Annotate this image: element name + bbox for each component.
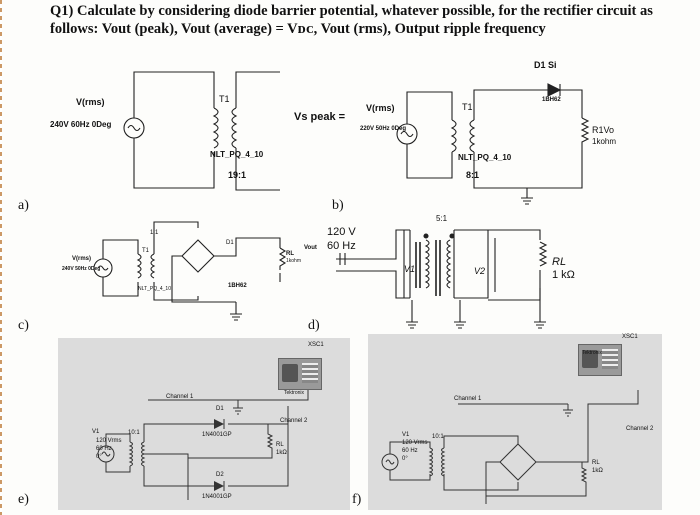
circuit-b-diode-name: D1 Si [534,60,557,70]
circuit-a-transformer-name: T1 [219,94,230,104]
circuit-e-channel2: Channel 2 [280,418,308,424]
circuit-b-wiring [396,89,590,205]
circuit-b-source-value: 220V 50Hz 0Deg [360,126,407,132]
circuit-f-ratio: 10:1 [432,434,444,440]
circuit-f-panel: Tektronix XSC1 Channel 1 Channel 2 V1 12… [368,334,662,510]
circuit-e-source-value1: 120 Vrms [96,438,122,444]
transformer-d-secondary [446,239,452,289]
circuit-f-rl: RL [592,460,600,466]
circuit-b-source-name: V(rms) [366,103,395,113]
circuit-b-resistor-value: 1kohm [592,137,617,146]
circuit-c-wiring [93,221,287,321]
question-line-1: Q1) Calculate by considering diode barri… [50,3,653,19]
circuit-e-oscilloscope[interactable] [278,358,322,390]
circuit-b-ratio: 8:1 [466,170,480,180]
question-line-2: follows: Vout (peak), Vout (average) = V… [50,21,546,37]
circuit-c-resistor-value: 1kohm [286,258,302,264]
circuit-e-rl-value: 1kΩ [276,450,287,456]
circuit-f-source-value3: 0° [402,456,408,462]
transformer-b-secondary [469,119,476,153]
circuit-f-wiring [381,390,639,504]
circuit-f-scope-brand: Tektronix [582,350,603,356]
circuit-c-transformer-name: T1 [142,248,150,254]
bridge-rectifier-c [181,239,215,273]
circuit-d-ratio: 5:1 [436,214,448,223]
circuit-c-ratio: 1:1 [150,230,159,236]
circuit-c-source-value: 240V 50Hz 0Deg [62,266,101,272]
circuit-a-question: Vs peak = [294,111,346,123]
circuit-e-scope-brand: Tektronix [284,390,305,396]
circuit-f-source-value2: 60 Hz [402,448,418,454]
circuit-e-panel: Tektronix XSC1 Channel 1 Channel 2 V1 12… [58,338,350,510]
part-label-d: d) [308,318,320,333]
circuit-a-source-value: 240V 60Hz 0Deg [50,120,112,129]
circuit-e-scope-name: XSC1 [308,342,324,348]
circuit-f-oscilloscope[interactable] [578,344,622,376]
circuit-f-transformer [428,447,433,477]
circuit-f-source-name: V1 [402,432,410,438]
circuit-e-d2-model: 1N4001GP [202,494,232,500]
circuit-e-d2-icon [214,481,225,491]
circuit-b-transformer-model: NLT_PQ_4_10 [458,153,512,162]
circuit-e-wiring [97,386,309,500]
circuit-c-diode-name: D1 [226,240,234,246]
circuit-e-transformer [128,441,133,467]
part-label-b: b) [332,198,344,213]
circuit-a-transformer-model: NLT_PQ_4_10 [210,150,264,159]
circuit-d-rl-value: 1 kΩ [552,269,575,281]
circuit-d-v2: V2 [474,266,486,276]
circuit-a-source-name: V(rms) [76,97,105,107]
circuit-c-resistor-name: RL [286,251,294,257]
circuit-c-source-name: V(rms) [72,256,92,262]
part-label-f: f) [352,492,362,507]
circuit-b-resistor-name: R1Vo [592,125,615,135]
circuit-e-ratio: 10:1 [128,430,140,436]
circuit-f-bridge-rectifier [499,443,537,481]
circuit-a-ratio: 19:1 [228,170,247,180]
transformer-c-primary [136,253,142,279]
question-text: Q1) Calculate by considering diode barri… [50,2,690,38]
circuit-c-output: Vout [304,245,317,251]
circuit-f-scope-name: XSC1 [622,334,638,340]
circuit-e-source-value2: 60 Hz [96,446,112,452]
circuit-f-channel2: Channel 2 [626,426,654,432]
circuit-e-d1-icon [214,419,225,429]
circuit-e-d2: D2 [216,472,224,478]
circuit-f-rl-value: 1kΩ [592,468,603,474]
circuit-e-source-name: V1 [92,429,100,435]
circuit-f-channel1: Channel 1 [454,396,482,402]
circuit-d-frequency: 60 Hz [327,240,356,252]
circuit-e-channel1: Channel 1 [166,394,194,400]
circuit-f-source-value1: 120 Vrms [402,440,428,446]
transformer-a-secondary [231,107,238,149]
transformer-d-primary [424,239,430,289]
circuit-e-rl: RL [276,442,284,448]
circuit-a-wiring [123,71,280,191]
transformer-c-secondary [150,253,156,279]
circuit-d-rl: RL [552,256,567,268]
circuit-c-transformer-model: NLT_PQ_4_10 [138,286,171,292]
circuit-b-diode-model: 1BH62 [542,97,561,103]
part-label-a: a) [18,198,29,213]
circuit-c-diode-model: 1BH62 [228,283,247,289]
circuit-e-source-value3: 0° [96,454,102,460]
page-edge [0,0,2,515]
part-label-c: c) [18,318,29,333]
transformer-a-primary [212,107,219,149]
circuit-b-transformer-name: T1 [462,102,473,112]
circuit-e-d1-model: 1N4001GP [202,432,232,438]
circuit-e-d1: D1 [216,406,224,412]
circuit-d-source: 120 V [327,226,356,238]
circuit-d-wiring [336,229,548,329]
transformer-b-primary [450,119,457,153]
diode-b-icon [547,83,562,97]
part-label-e: e) [18,492,29,507]
circuit-d-v1: V1 [404,264,416,274]
